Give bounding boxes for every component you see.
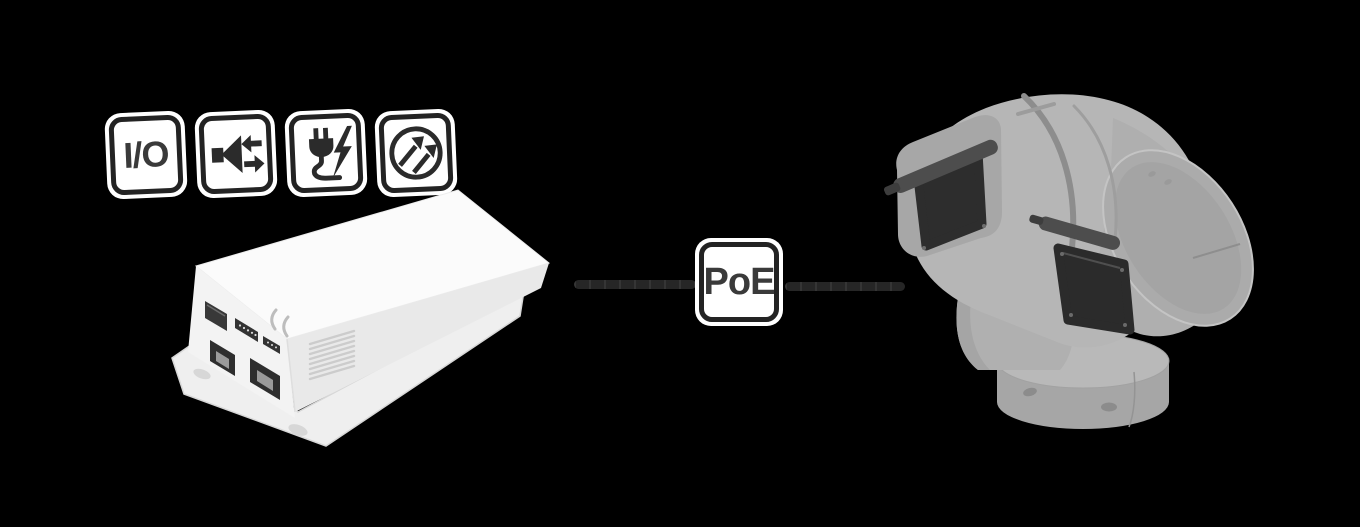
box-right-face <box>287 263 549 412</box>
base-hole <box>1101 402 1117 412</box>
box-edge <box>286 338 296 413</box>
speaker-audio-in-out-icon <box>211 134 265 174</box>
circle-outline <box>389 126 443 180</box>
indicator-marks <box>270 308 290 338</box>
front-window-screws <box>1060 252 1127 327</box>
aux-pins <box>267 341 277 349</box>
camera-base-body <box>997 361 1169 429</box>
ptz-network-camera <box>883 93 1254 429</box>
card-slot <box>205 301 227 331</box>
camera-barrel-face <box>1102 149 1254 327</box>
audio-out-arrow <box>244 155 265 173</box>
relay-badge-frame <box>378 112 454 194</box>
vent-grille <box>308 329 356 381</box>
poe-badge-frame: PoE <box>699 242 779 322</box>
left-wiper <box>883 139 998 196</box>
rj45-port-2-inner <box>257 370 273 391</box>
front-camera-window <box>1053 243 1135 335</box>
card-slot-detail <box>206 304 226 317</box>
rj45-port-1-inner <box>216 351 229 369</box>
terminal-pins <box>238 324 257 337</box>
io-audio-interface-box <box>171 189 551 447</box>
audio-in-arrow <box>241 134 262 153</box>
lightning-icon <box>332 125 352 178</box>
audio-badge-frame <box>198 113 274 195</box>
cable-left <box>574 280 696 289</box>
plug-icon <box>308 127 343 181</box>
front-wiper <box>1029 214 1121 250</box>
power-badge <box>284 108 368 198</box>
cable-right <box>785 282 905 291</box>
poe-badge: PoE <box>695 238 783 326</box>
diagonal-arrows <box>398 144 431 174</box>
speaker-driver <box>211 147 224 163</box>
poe-label: PoE <box>703 261 776 303</box>
audio-badge <box>194 109 278 199</box>
head-notch <box>1016 102 1056 116</box>
power-badge-frame <box>288 112 364 194</box>
dual-arrows-circle-icon <box>389 126 443 180</box>
power-plug-lightning-icon <box>308 125 352 181</box>
relay-badge <box>374 108 458 198</box>
screw-hole <box>193 368 211 380</box>
speaker-cone <box>221 135 243 174</box>
base-hole <box>1023 387 1037 397</box>
terminal-block <box>235 318 258 342</box>
head-screw <box>1164 179 1172 185</box>
head-screw <box>1148 171 1156 177</box>
screw-hole <box>288 424 308 436</box>
front-window-highlight <box>1062 252 1121 269</box>
base-seam <box>1128 371 1136 428</box>
barrel-face-line <box>1192 243 1241 259</box>
head-seam-2 <box>1072 104 1118 242</box>
